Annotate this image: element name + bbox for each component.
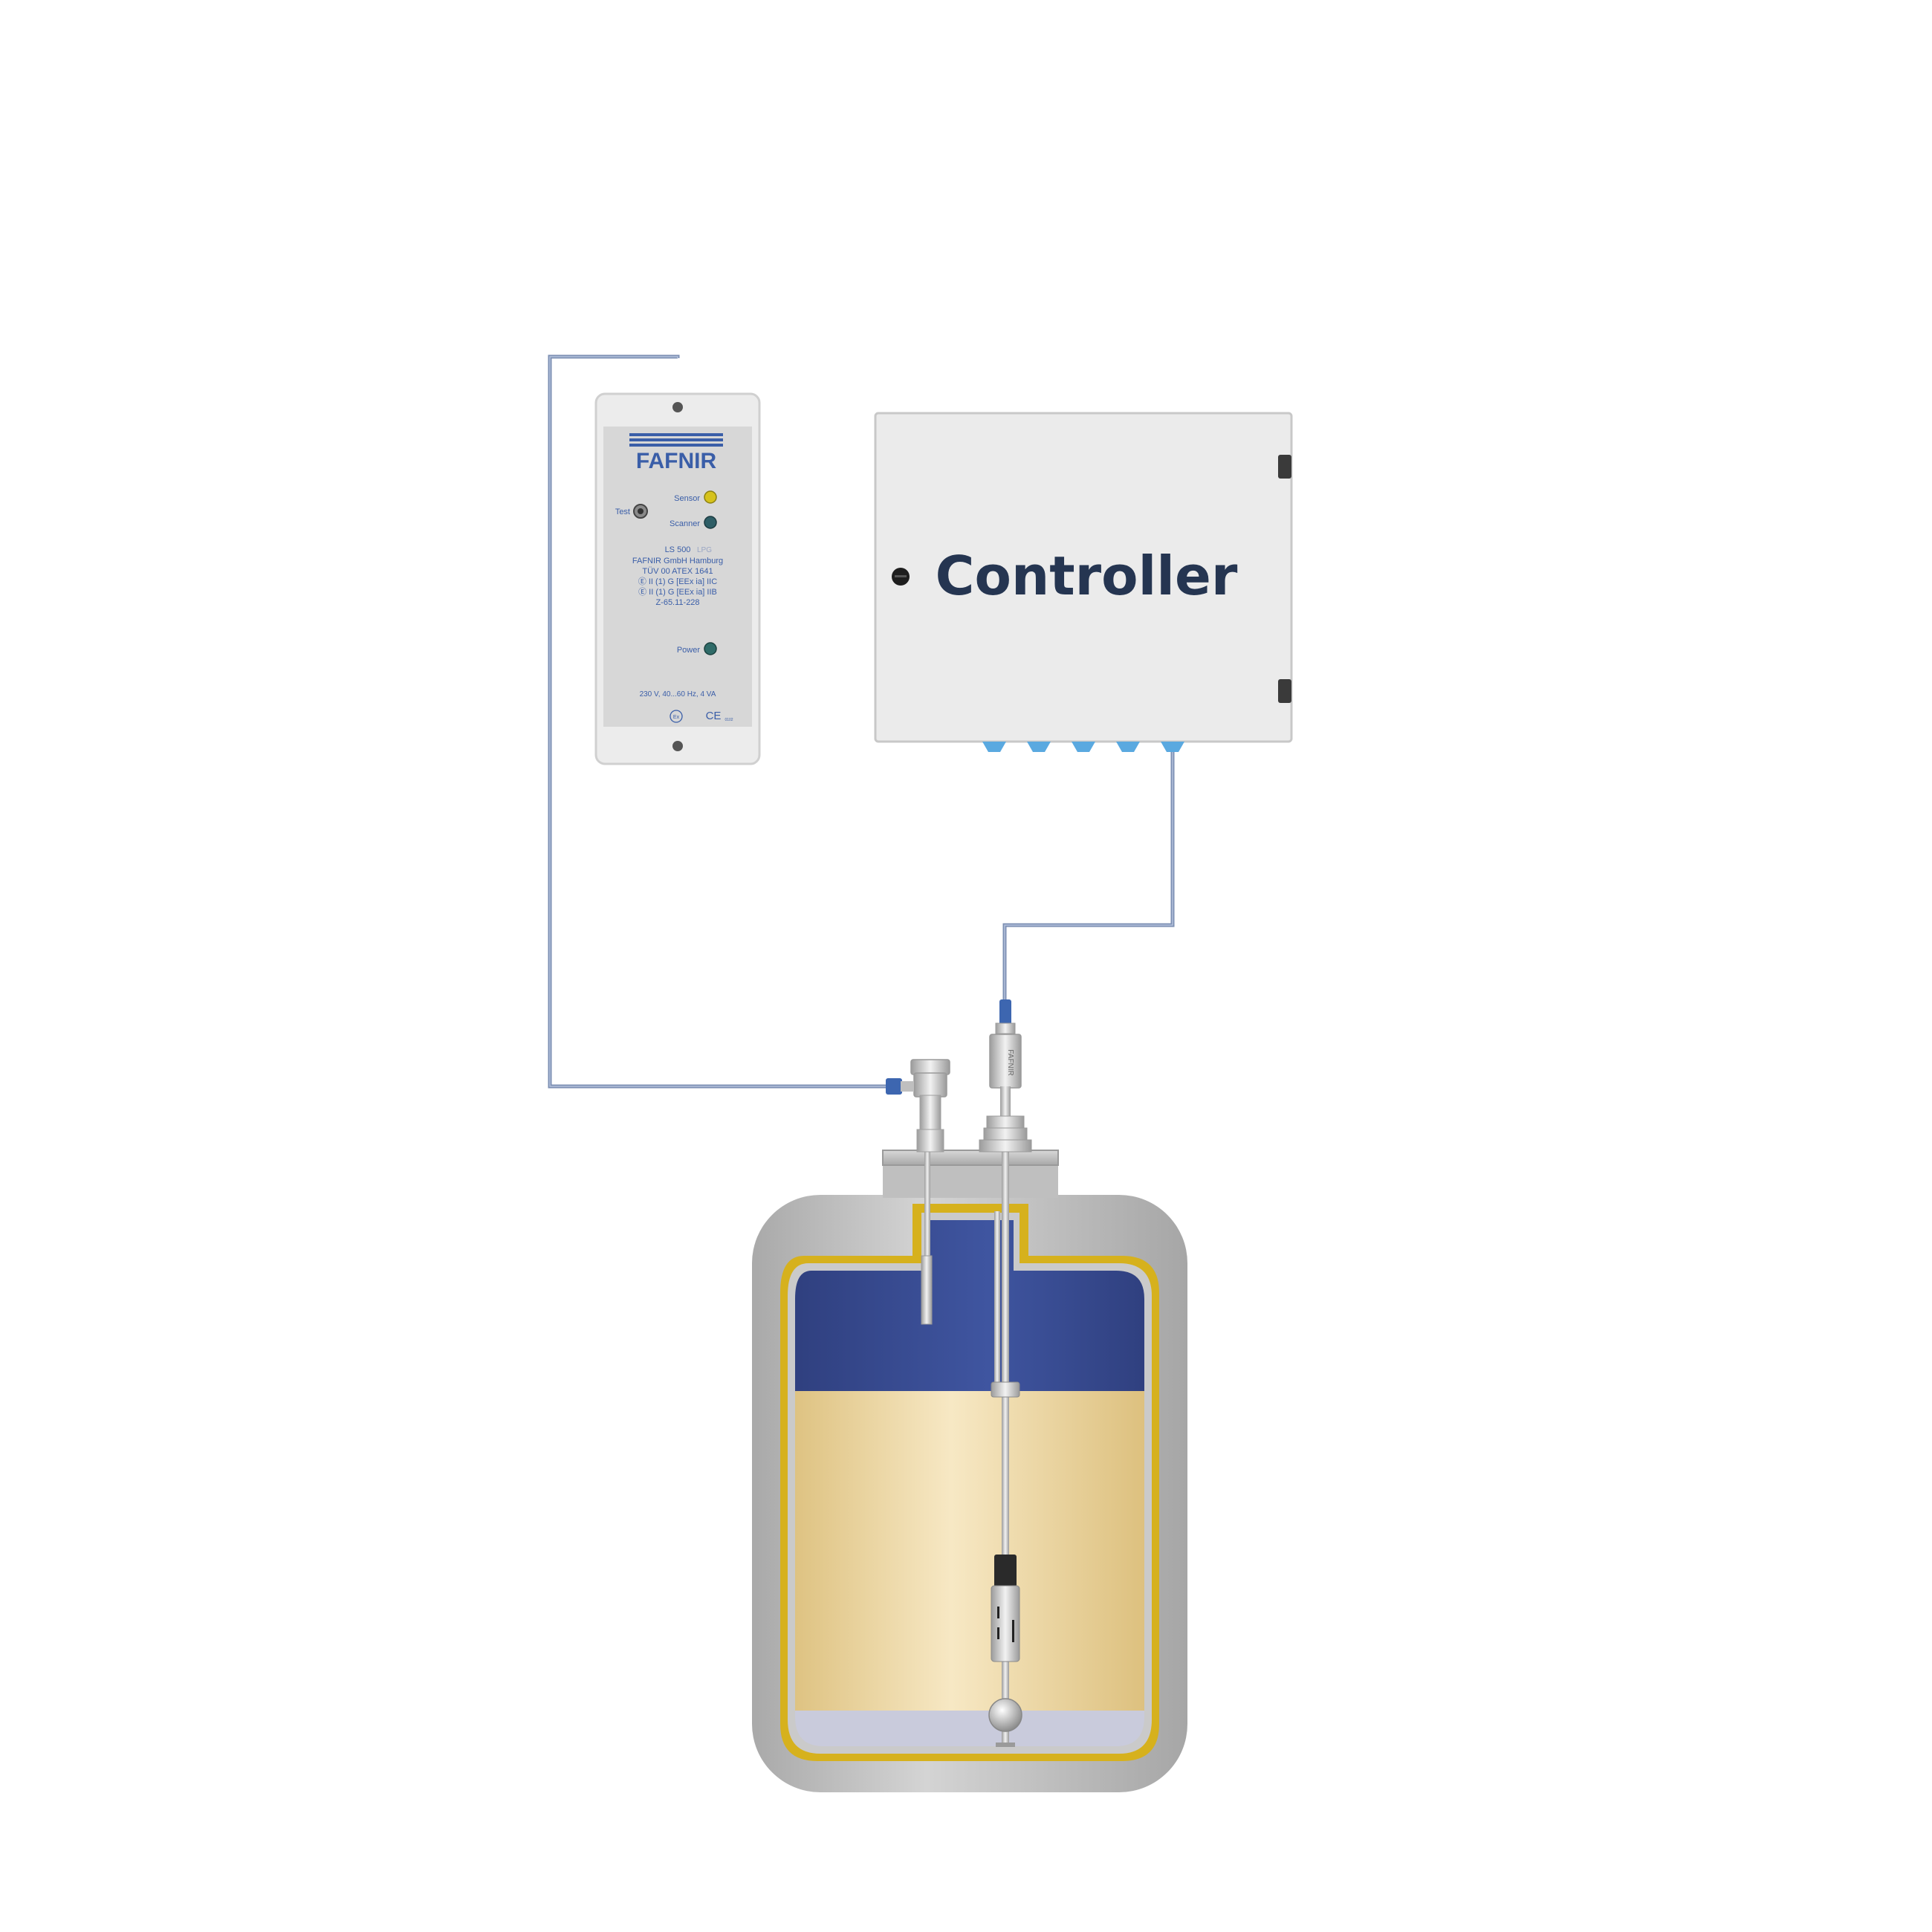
approval-line: Z-65.11-228: [655, 598, 699, 607]
brand-logo-text: FAFNIR: [636, 449, 717, 473]
controller-box: Controller: [874, 412, 1293, 752]
ex-mark-text: Ex: [673, 715, 680, 720]
controller-label: Controller: [936, 545, 1238, 607]
liquid-phase: [795, 1391, 1144, 1712]
sensor-label: Sensor: [674, 494, 700, 503]
level-probe-rod: [1002, 1092, 1009, 1745]
water-phase: [795, 1711, 1144, 1746]
cable-gland-1: [982, 742, 1006, 752]
tank-flange: [882, 1150, 1059, 1166]
ex-rating-line-2: Ⓔ II (1) G [EEx ia] IIB: [638, 587, 717, 597]
test-label: Test: [615, 508, 630, 516]
power-led-icon: [704, 642, 717, 655]
model-line: LS 500: [665, 545, 691, 554]
power-spec: 230 V, 40...60 Hz, 4 VA: [640, 690, 716, 698]
hinge-top: [1278, 455, 1291, 479]
cable-gland-3: [1072, 742, 1095, 752]
power-label: Power: [677, 646, 701, 655]
scanner-label: Scanner: [670, 519, 700, 528]
bottom-weight-ball: [988, 1698, 1022, 1732]
cable-gland-4: [1116, 742, 1140, 752]
mounting-screw-top: [672, 402, 683, 412]
ce-mark: CE: [706, 710, 722, 722]
cable-glands: [982, 742, 1184, 752]
mounting-screw-bottom: [672, 741, 683, 751]
product-float: [991, 1381, 1020, 1398]
tank: [752, 1092, 1187, 1792]
cable-controller-to-probe: [1002, 752, 1175, 1005]
scanner-led-icon: [704, 516, 717, 529]
cable-gland-5: [1161, 742, 1184, 752]
water-float: [991, 1585, 1020, 1662]
connector-probe: [999, 999, 1011, 1025]
device-info: LS 500 LPG FAFNIR GmbH Hamburg TÜV 00 AT…: [632, 545, 723, 607]
connector-left: [886, 1078, 902, 1095]
probe-brand-text: FAFNIR: [1006, 1049, 1014, 1076]
hinge-bottom: [1278, 679, 1291, 703]
probe-head: FAFNIR: [979, 999, 1032, 1153]
ce-number: 0102: [724, 718, 733, 722]
sensor-head-icon: [994, 1555, 1017, 1587]
ex-rating-line-1: Ⓔ II (1) G [EEx ia] IIC: [638, 577, 717, 586]
overfill-sensor-head: [886, 1059, 950, 1153]
cable-gland-2: [1027, 742, 1051, 752]
ex-mark-icon: [670, 710, 683, 723]
manufacturer-line: FAFNIR GmbH Hamburg: [632, 557, 723, 565]
separator-device: FAFNIR Sensor Scanner Test LS 500 LPG FA…: [594, 392, 761, 765]
sensor-led-icon: [704, 490, 717, 504]
certificate-line: TÜV 00 ATEX 1641: [642, 567, 713, 576]
fafnir-logo: FAFNIR: [629, 433, 723, 473]
model-suffix: LPG: [697, 546, 712, 554]
overfill-sensor-rod: [924, 1129, 930, 1323]
